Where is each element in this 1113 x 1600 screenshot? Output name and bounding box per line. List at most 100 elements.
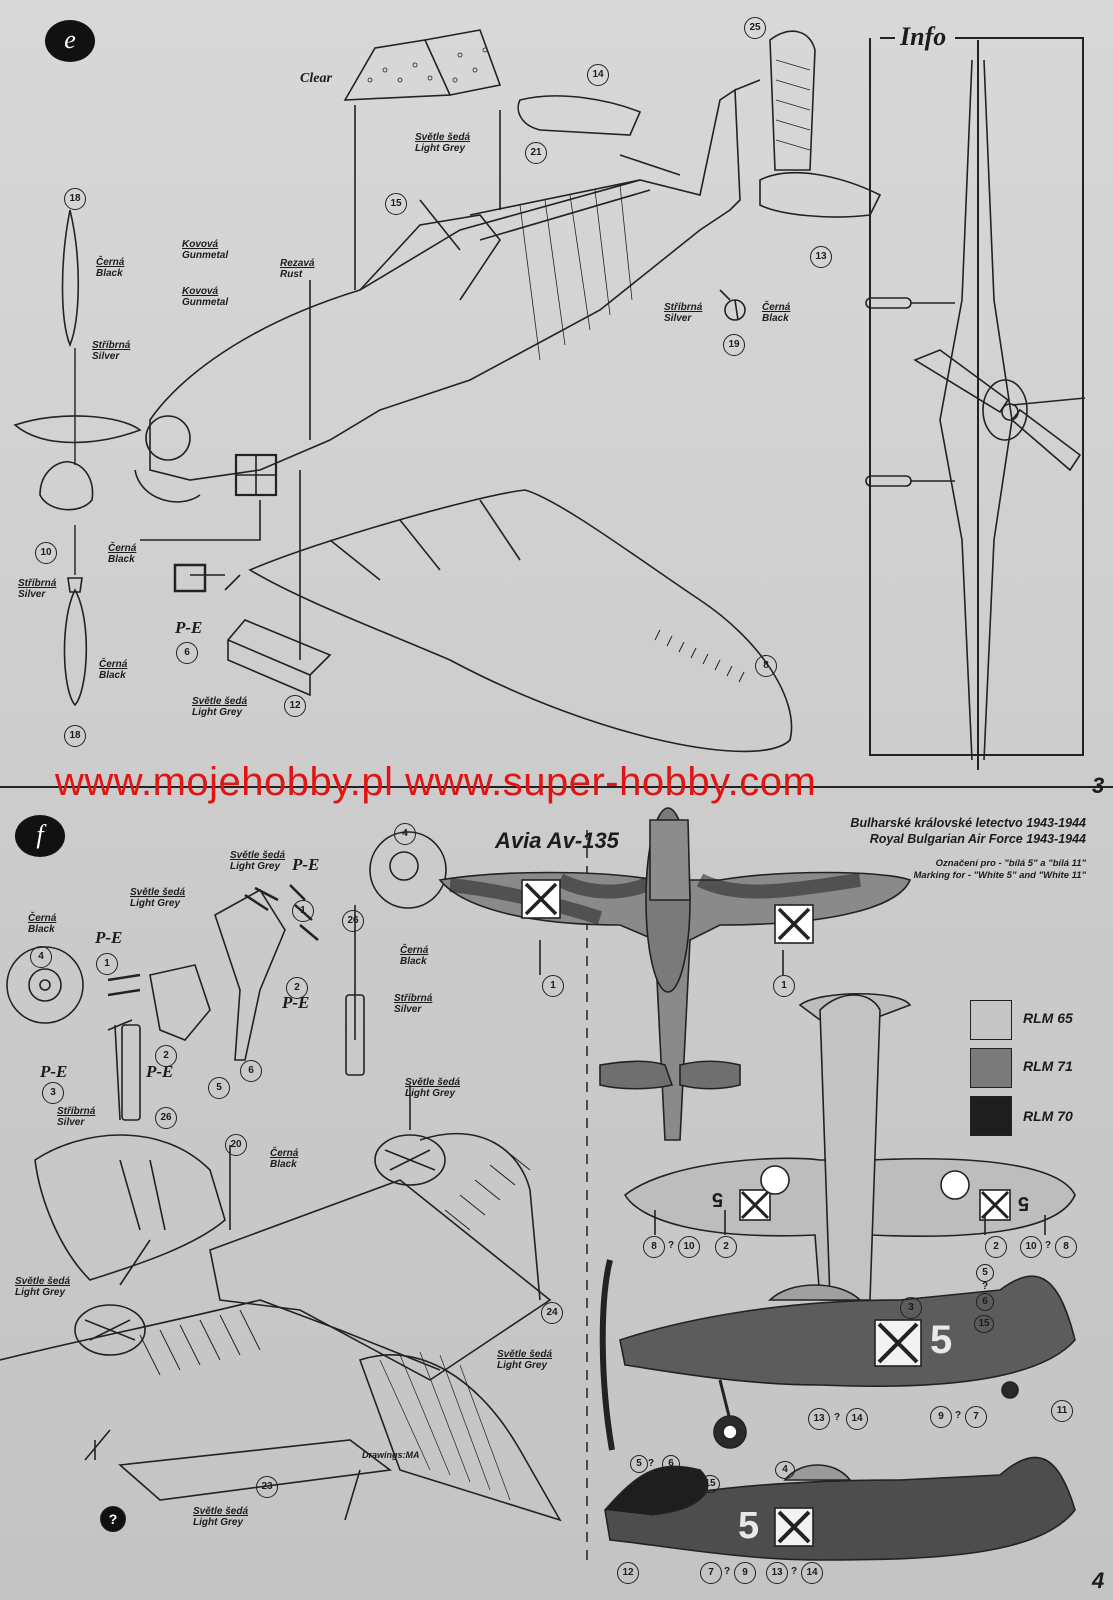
- decal-ref-under-right-8: 8: [1055, 1236, 1077, 1258]
- decal-ref-side2-6: 6: [662, 1455, 680, 1473]
- pe-label-f3: P-E: [282, 993, 310, 1012]
- air-force-block: Bulharské královské letectvo 1943-1944 R…: [806, 815, 1086, 847]
- part-number-25: 25: [744, 17, 766, 39]
- decal-ref-under-left-10: 10: [678, 1236, 700, 1258]
- part-number-4-wheel-right: 4: [394, 823, 416, 845]
- part-number-6-f: 6: [240, 1060, 262, 1082]
- decal-ref-top-right: 1: [773, 975, 795, 997]
- fuselage-number-side2: 5: [738, 1505, 760, 1547]
- step-f-badge: f: [15, 815, 65, 857]
- decal-ref-top-left: 1: [542, 975, 564, 997]
- color-label-rlm65: RLM 65: [1023, 1010, 1073, 1026]
- decal-ref-side1-3: 3: [900, 1297, 922, 1319]
- part-number-2-a: 2: [155, 1045, 177, 1067]
- info-title: Info: [900, 22, 947, 51]
- decal-ref-under-left-q: ?: [668, 1240, 675, 1251]
- drawings-credit: Drawings:MA: [362, 1450, 420, 1460]
- under-wing-number-right: 5: [1018, 1192, 1030, 1214]
- decal-ref-side1-9: 9: [930, 1406, 952, 1428]
- marking-en: Marking for - "White 5" and "White 11": [913, 870, 1087, 881]
- part-number-4-wheel-left: 4: [30, 946, 52, 968]
- clear-label: Clear: [300, 71, 332, 86]
- color-label-rlm70: RLM 70: [1023, 1108, 1073, 1124]
- step-e-badge: e: [45, 20, 95, 62]
- part-number-1-a: 1: [96, 953, 118, 975]
- marking-cz: Označení pro - "bílá 5" a "bílá 11": [935, 858, 1086, 869]
- decal-ref-side2-4: 4: [775, 1461, 795, 1479]
- page-number-bottom: 4: [1092, 1568, 1105, 1593]
- part-number-18-top: 18: [64, 188, 86, 210]
- decal-ref-under-right-2: 2: [985, 1236, 1007, 1258]
- decal-ref-side2-15: 15: [700, 1475, 720, 1493]
- aircraft-title: Avia Av-135: [495, 828, 619, 853]
- part-number-8: 8: [755, 655, 777, 677]
- part-number-6: 6: [176, 642, 198, 664]
- part-number-26-right: 26: [342, 910, 364, 932]
- decal-ref-side1-14: 14: [846, 1408, 868, 1430]
- decal-ref-side2-q: ?: [648, 1458, 655, 1469]
- decal-ref-under-right-q: ?: [1045, 1240, 1052, 1251]
- color-swatch-rlm71: [970, 1048, 1012, 1088]
- part-number-14: 14: [587, 64, 609, 86]
- part-number-20: 20: [225, 1134, 247, 1156]
- part-number-1-b: 1: [292, 900, 314, 922]
- pe-label-e: P-E: [175, 618, 203, 637]
- decal-ref-side1-7: 7: [965, 1406, 987, 1428]
- decal-ref-side1-6: 6: [976, 1293, 994, 1311]
- question-mark-f: ?: [100, 1506, 126, 1532]
- decal-ref-under-left-8: 8: [643, 1236, 665, 1258]
- decal-ref-under-left-2: 2: [715, 1236, 737, 1258]
- decal-ref-side2-12: 12: [617, 1562, 639, 1584]
- decal-ref-side1-5: 5: [976, 1264, 994, 1282]
- decal-ref-side2-13: 13: [766, 1562, 788, 1584]
- decal-ref-side1-q: ?: [982, 1281, 989, 1292]
- decal-ref-side2-7: 7: [700, 1562, 722, 1584]
- part-number-19: 19: [723, 334, 745, 356]
- color-swatch-rlm65: [970, 1000, 1012, 1040]
- air-force-en: Royal Bulgarian Air Force 1943-1944: [869, 832, 1086, 846]
- decal-ref-under-right-10: 10: [1020, 1236, 1042, 1258]
- watermark: www.mojehobby.pl www.super-hobby.com: [55, 760, 817, 804]
- decal-ref-side1-11: 11: [1051, 1400, 1073, 1422]
- decal-ref-side2-9: 9: [734, 1562, 756, 1584]
- part-number-24: 24: [541, 1302, 563, 1324]
- marking-block: Označení pro - "bílá 5" a "bílá 11" Mark…: [780, 858, 1087, 882]
- air-force-cz: Bulharské královské letectvo 1943-1944: [850, 816, 1086, 830]
- color-swatch-rlm70: [970, 1096, 1012, 1136]
- part-number-3: 3: [42, 1082, 64, 1104]
- part-number-12: 12: [284, 695, 306, 717]
- part-number-21: 21: [525, 142, 547, 164]
- pe-label-f4: P-E: [40, 1062, 68, 1081]
- pe-label-f2: P-E: [292, 855, 320, 874]
- fuselage-number-side1: 5: [930, 1318, 953, 1362]
- decal-ref-side1-q3: ?: [955, 1410, 962, 1421]
- decal-ref-side1-q2: ?: [834, 1412, 841, 1423]
- part-number-5: 5: [208, 1077, 230, 1099]
- decal-ref-side1-15: 15: [974, 1315, 994, 1333]
- decal-ref-side2-q3: ?: [791, 1566, 798, 1577]
- color-label-rlm71: RLM 71: [1023, 1058, 1073, 1074]
- decal-ref-side2-14: 14: [801, 1562, 823, 1584]
- part-number-13: 13: [810, 246, 832, 268]
